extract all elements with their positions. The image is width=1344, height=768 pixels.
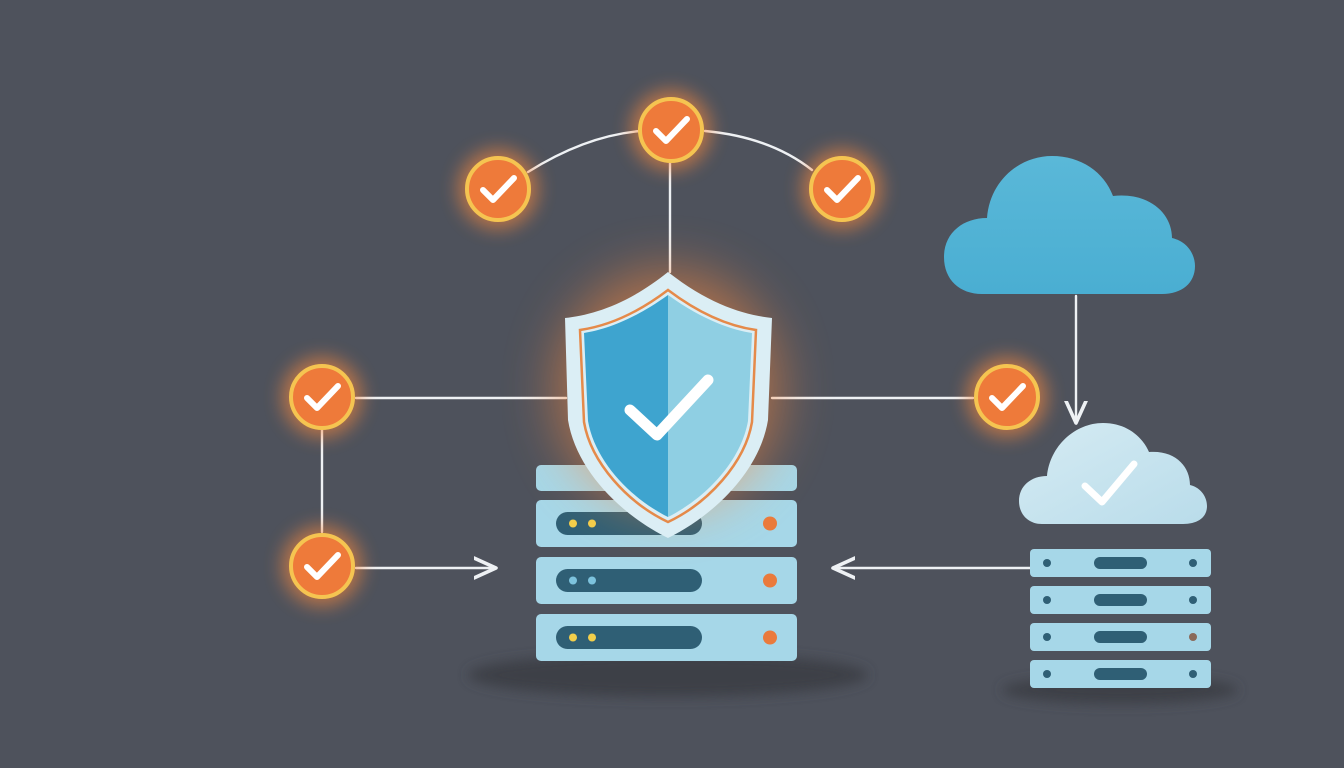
status-led — [1189, 670, 1197, 678]
indicator-led — [588, 633, 596, 642]
check-node-mid-right — [967, 357, 1047, 437]
drive-slot — [1094, 594, 1147, 606]
indicator-led — [1043, 559, 1051, 567]
check-node-mid-left — [282, 357, 362, 437]
remote-server-unit — [1030, 660, 1211, 688]
status-led — [1189, 559, 1197, 567]
check-mark — [480, 175, 517, 203]
main-server-unit — [536, 614, 797, 661]
arc-connector-right — [703, 129, 814, 172]
cloud-icon — [944, 156, 1195, 294]
check-mark — [304, 552, 341, 580]
check-node-disc — [974, 364, 1040, 430]
indicator-led — [1043, 596, 1051, 604]
shield-left-half — [584, 295, 668, 517]
drive-slot — [556, 626, 702, 649]
indicator-led — [588, 519, 596, 528]
check-mark — [824, 175, 861, 203]
status-led — [1189, 596, 1197, 604]
check-node-disc — [465, 156, 531, 222]
check-nodes — [282, 90, 1047, 606]
drive-slot — [1094, 557, 1147, 569]
indicator-led — [1043, 670, 1051, 678]
remote-server-unit — [1030, 586, 1211, 614]
check-mark — [304, 383, 341, 411]
arc-connector-left — [526, 129, 642, 174]
verified-cloud — [1019, 423, 1207, 524]
check-circle-icon — [289, 364, 355, 430]
indicator-led — [1043, 633, 1051, 641]
drive-slot — [556, 569, 702, 592]
check-node-top-right — [802, 149, 882, 229]
status-led — [763, 630, 777, 645]
drive-slot — [1094, 668, 1147, 680]
shield-group — [556, 270, 780, 538]
check-circle-icon — [289, 533, 355, 599]
drive-slot — [1094, 631, 1147, 643]
check-circle-icon — [974, 364, 1040, 430]
indicator-led — [588, 576, 596, 585]
cloud-check-icon — [1019, 423, 1207, 524]
remote-server-unit — [1030, 549, 1211, 577]
source-cloud — [944, 156, 1195, 294]
check-node-bottom-left — [282, 526, 362, 606]
shield-right-half — [668, 295, 752, 517]
shield-check-mark — [624, 374, 714, 441]
check-node-top-left — [458, 149, 538, 229]
indicator-led — [569, 519, 577, 528]
check-circle-icon — [465, 156, 531, 222]
shield-accent-rim — [578, 288, 758, 524]
check-node-disc — [289, 364, 355, 430]
check-node-disc — [809, 156, 875, 222]
shield-check-icon — [565, 272, 772, 538]
connectors — [320, 129, 1076, 568]
cloud-check-mark — [1081, 460, 1138, 506]
main-server-unit — [536, 557, 797, 604]
check-node-disc — [289, 533, 355, 599]
remote-server-unit — [1030, 623, 1211, 651]
check-mark — [653, 116, 690, 144]
indicator-led — [569, 633, 577, 642]
check-mark — [989, 383, 1026, 411]
status-led — [763, 573, 777, 588]
check-node-top-center — [631, 90, 711, 170]
main-server-shadow — [468, 653, 868, 697]
check-circle-icon — [809, 156, 875, 222]
remote-server-stack — [1030, 549, 1211, 688]
check-circle-icon — [638, 97, 704, 163]
check-node-disc — [638, 97, 704, 163]
indicator-led — [569, 576, 577, 585]
status-led — [1189, 633, 1197, 641]
status-led — [763, 516, 777, 531]
